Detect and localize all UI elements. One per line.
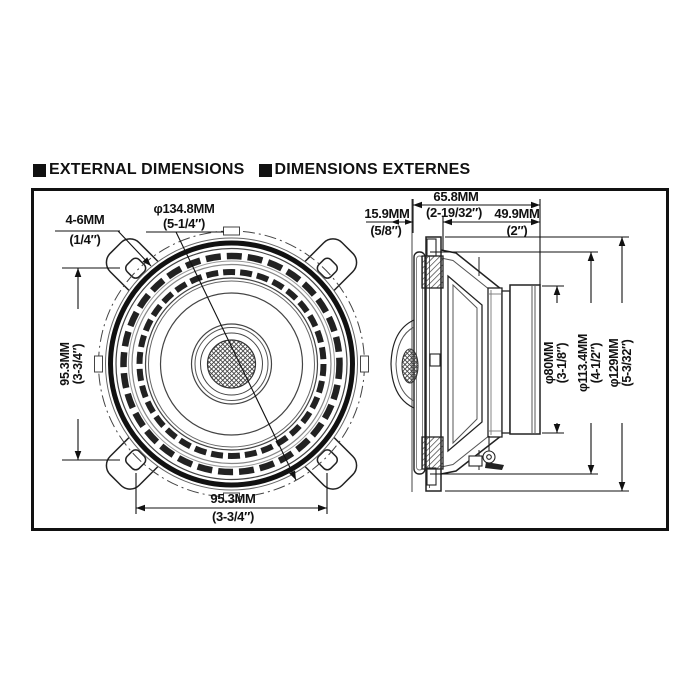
dim-hole-pitch-vertical: 95.3MM (3-3/4″) [58, 309, 89, 419]
tweeter-bulge-side [390, 319, 415, 409]
dim-front-protrusion-mm: 15.9MM [364, 206, 410, 221]
black-square-bullet-icon [258, 163, 272, 177]
dim-mount-thickness-inch: (1/4″) [69, 232, 101, 247]
dim-mounting-depth-mm: 49.9MM [494, 206, 540, 221]
dim-gasket-diameter-inch: (4-1/2″) [589, 342, 603, 384]
section-header: EXTERNAL DIMENSIONS DIMENSIONS EXTERNES [33, 161, 470, 179]
tweeter-dome-front [206, 339, 257, 389]
header-title-fr: DIMENSIONS EXTERNES [274, 161, 471, 178]
side-dimension-lines [366, 199, 541, 285]
dim-mount-thickness-mm: 4-6MM [65, 212, 105, 227]
dim-overall-depth-inch: (2-19/32″) [426, 205, 482, 220]
terminal-lugs [468, 436, 504, 470]
clamp-top [421, 255, 444, 289]
clamp-bottom [421, 436, 444, 470]
side-view-drawing [366, 199, 629, 492]
dim-magnet-diameter: φ80MM (3-1/8″) [542, 303, 571, 423]
dim-frame-diameter: φ129MM (5-3/32″) [607, 303, 636, 423]
leader-lines [55, 230, 297, 481]
dim-overall-depth-mm: 65.8MM [433, 189, 479, 204]
black-square-bullet-icon [33, 163, 46, 177]
dim-magnet-diameter-inch: (3-1/8″) [555, 342, 569, 384]
dim-hole-pitch-vertical-inch: (3-3/4″) [71, 343, 85, 385]
magnet-assembly [487, 284, 541, 438]
cardinal-notches [94, 226, 369, 502]
dim-hole-pitch-horizontal-inch: (3-3/4″) [211, 509, 255, 524]
dim-frame-diameter-inch: (5-3/32″) [620, 339, 634, 387]
dim-mounting-depth-inch: (2″) [506, 223, 528, 238]
front-view-drawing [55, 226, 369, 514]
tweeter-dome-side [401, 348, 419, 384]
header-title-en: EXTERNAL DIMENSIONS [49, 161, 245, 178]
dim-overall-diameter-mm: φ134.8MM [153, 201, 215, 216]
dim-hole-pitch-horizontal-mm: 95.3MM [210, 491, 256, 506]
drawing-border-frame [31, 188, 669, 531]
dim-gasket-diameter: φ113.4MM (4-1/2″) [576, 303, 605, 423]
flange-screw [429, 353, 441, 367]
dim-overall-diameter-inch: (5-1/4″) [162, 216, 206, 231]
dim-front-protrusion-inch: (5/8″) [370, 223, 402, 238]
basket-window [447, 274, 483, 453]
